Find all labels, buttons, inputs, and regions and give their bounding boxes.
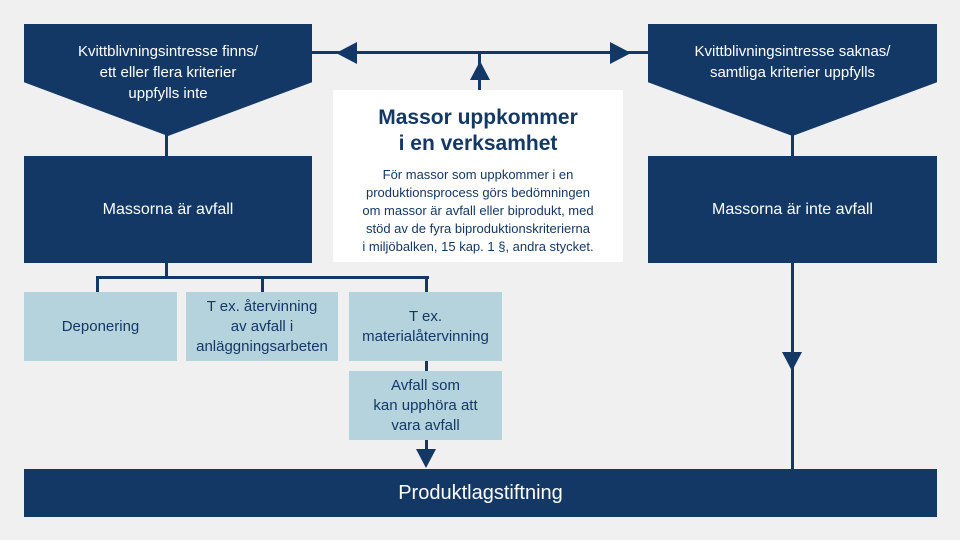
node-kvittblivning-finns: Kvittblivningsintresse finns/ ett eller … — [24, 24, 312, 136]
left-pentagon-stem — [165, 134, 168, 156]
node-materialatervinning: T ex. materialåtervinning — [349, 292, 502, 361]
materialatervinning-stem — [425, 361, 428, 371]
node-atervinning-anlaggning: T ex. återvinning av avfall i anläggning… — [186, 292, 338, 361]
arrowhead-right-icon — [610, 42, 631, 64]
node-massorna-ar-inte-avfall: Massorna är inte avfall — [648, 156, 937, 263]
arrowhead-down-left-icon — [416, 449, 436, 468]
node-avfall-upphora-label: Avfall som kan upphöra att vara avfall — [373, 376, 478, 434]
branch-stub-deponering — [96, 279, 99, 292]
node-deponering-label: Deponering — [61, 317, 140, 335]
node-massorna-ar-avfall-label: Massorna är avfall — [102, 201, 234, 218]
node-produktlagstiftning-label: Produktlagstiftning — [398, 481, 563, 504]
node-massor-uppkommer: Massor uppkommer i en verksamhet För mas… — [333, 90, 623, 262]
avfall-upphora-stem — [425, 440, 428, 450]
node-kvittblivning-saknas: Kvittblivningsintresse saknas/ samtliga … — [648, 24, 937, 136]
left-result-stem — [165, 263, 168, 276]
arrowhead-left-icon — [336, 42, 357, 64]
node-materialatervinning-label: T ex. materialåtervinning — [362, 307, 489, 345]
node-massor-uppkommer-body: För massor som uppkommer i en produktion… — [362, 167, 594, 254]
arrowhead-down-right-icon — [782, 352, 802, 371]
node-massor-uppkommer-title: Massor uppkommer i en verksamhet — [378, 106, 578, 155]
arrowhead-up-icon — [470, 61, 490, 80]
branch-stub-materialatervinning — [425, 279, 428, 292]
node-massorna-ar-avfall: Massorna är avfall — [24, 156, 312, 263]
branch-horizontal-connector — [96, 276, 429, 279]
node-deponering: Deponering — [24, 292, 177, 361]
right-pentagon-stem — [791, 134, 794, 156]
node-atervinning-anlaggning-label: T ex. återvinning av avfall i anläggning… — [196, 297, 328, 355]
top-horizontal-connector — [312, 51, 648, 54]
node-massorna-ar-inte-avfall-label: Massorna är inte avfall — [712, 201, 873, 218]
node-kvittblivning-saknas-label: Kvittblivningsintresse saknas/ samtliga … — [694, 43, 891, 81]
branch-stub-atervinning — [261, 279, 264, 292]
node-produktlagstiftning: Produktlagstiftning — [24, 469, 937, 517]
node-avfall-upphora: Avfall som kan upphöra att vara avfall — [349, 371, 502, 440]
node-kvittblivning-finns-label: Kvittblivningsintresse finns/ ett eller … — [77, 43, 259, 102]
